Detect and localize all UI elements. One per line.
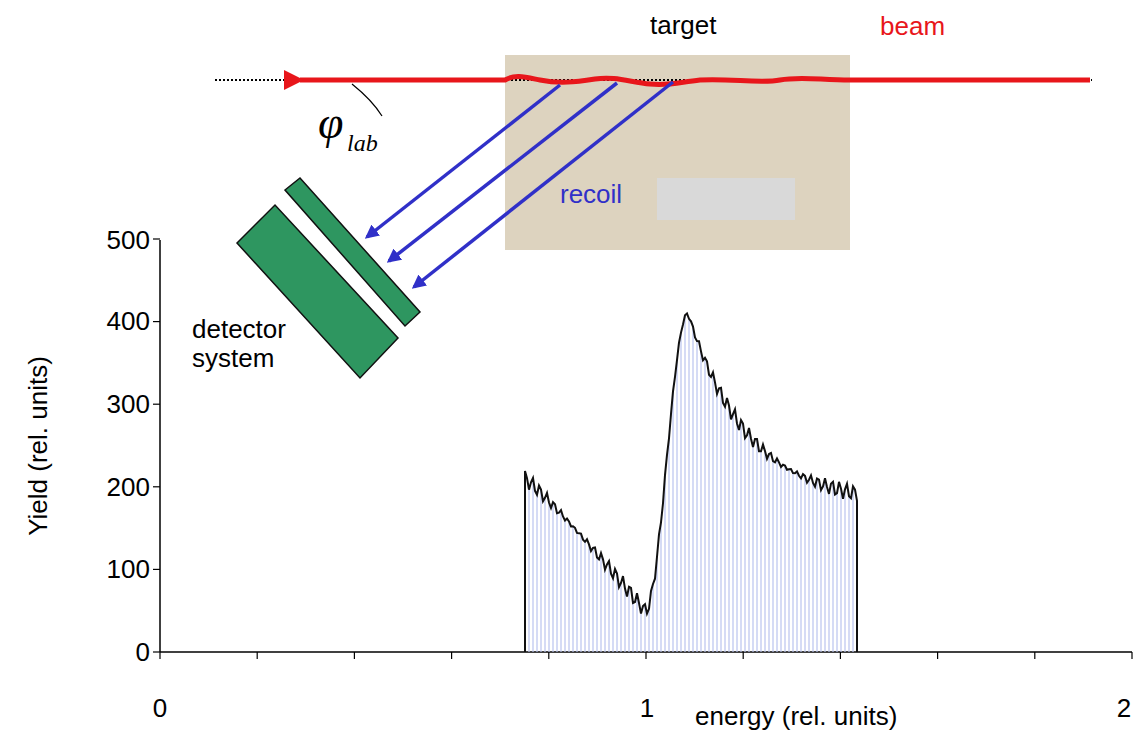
tick-label: 2 xyxy=(1117,694,1131,723)
detector-label: detector system xyxy=(192,315,304,372)
tick-label: 100 xyxy=(107,555,150,584)
tick-label: 500 xyxy=(107,226,150,255)
axis-title: energy (rel. units) xyxy=(695,702,897,731)
angle-symbol: φ xyxy=(318,98,343,149)
detector-box: detector system xyxy=(180,175,430,390)
recoil-arrow xyxy=(367,85,560,237)
target-label: target xyxy=(650,11,717,40)
recoil-label: recoil xyxy=(560,180,622,209)
recoil-arrow xyxy=(389,83,617,261)
tick-label: 200 xyxy=(107,473,150,502)
tick-label: 300 xyxy=(107,390,150,419)
angle-arc xyxy=(352,84,382,116)
histogram xyxy=(525,314,857,652)
tick-label: 0 xyxy=(136,638,150,667)
recoil-region xyxy=(657,178,795,220)
beam-arrow xyxy=(300,77,1090,85)
tick-label: 1 xyxy=(640,694,654,723)
recoil-arrow xyxy=(414,82,673,287)
tick-label: 400 xyxy=(107,307,150,336)
beam-label: beam xyxy=(880,12,945,41)
angle-subscript: lab xyxy=(347,130,378,156)
axis-title: Yield (rel. units) xyxy=(24,356,53,536)
target-block: target xyxy=(505,55,850,250)
tick-label: 0 xyxy=(153,694,167,723)
